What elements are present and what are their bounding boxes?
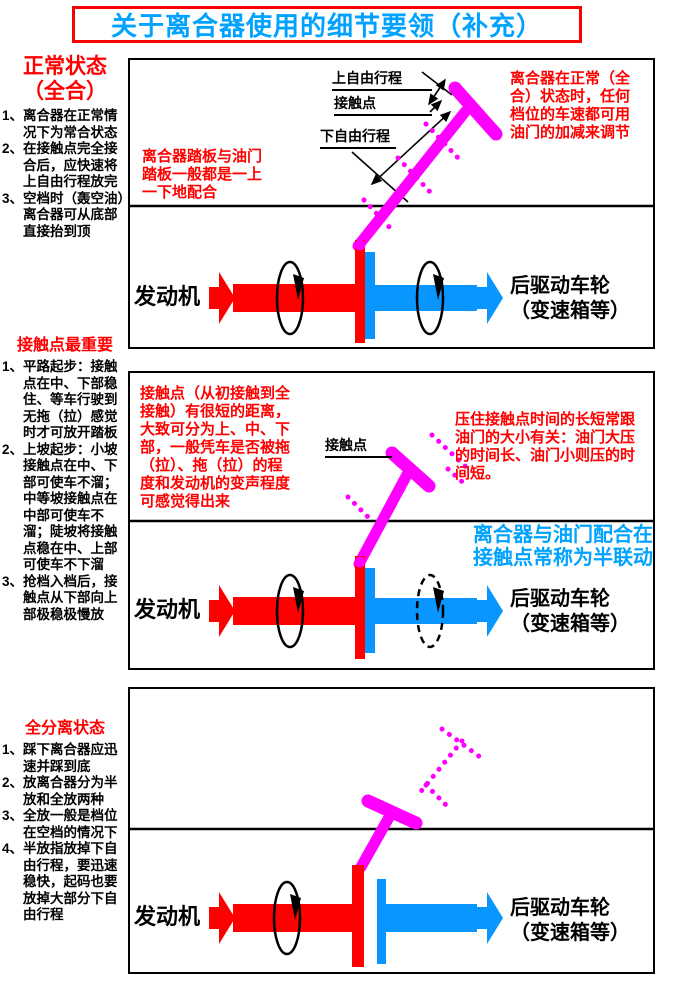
list-item: 4、 半放指放掉下自由行程，要迅速稳快，起码也要放掉大部分下自由行程 bbox=[2, 841, 128, 924]
note-speed-adjust: 离合器在正常（全 合）状态时，任何 档位的车速都可用 油门的加减来调节 bbox=[510, 70, 631, 141]
panel-full-release: 发动机 后驱动车轮 （变速箱等） bbox=[128, 687, 655, 974]
wheel-arrow-icon bbox=[477, 272, 503, 324]
label-contact-point: 接触点 bbox=[334, 93, 432, 116]
rotation-arrowhead-icon bbox=[293, 587, 304, 613]
panel-normal-state: 上自由行程 接触点 下自由行程 离合器踏板与油门 踏板一般都是一上 一下地配合 … bbox=[128, 58, 655, 349]
section-heading-full-release: 全分离状态 bbox=[24, 720, 105, 737]
wheel-arrow-icon bbox=[477, 585, 503, 637]
drivetrain-engaged bbox=[209, 239, 503, 343]
rotation-arrowhead-icon bbox=[290, 894, 301, 920]
list-item-text: 抢档入档后，接触点从下部向上部极稳极慢放 bbox=[23, 573, 118, 622]
note-throttle-time: 压住接触点时间的长短常跟 油门的大小有关：油门大压 的时间长、油门小则压的时 间… bbox=[455, 411, 636, 482]
list-item-number: 3、 bbox=[2, 808, 24, 823]
section-heading-normal-state: 正常状态 （全合） bbox=[23, 55, 107, 103]
rotation-arrow-icon bbox=[275, 260, 305, 336]
list-item-text: 平路起步：接触点在中、下部稳住、等车行驶到无拖（拉）感觉时才可放开踏板 bbox=[23, 359, 118, 440]
wheel-shaft bbox=[375, 598, 477, 624]
list-item: 2、 上坡起步：小坡接触点在中、下部可使车不溜；中等坡接触点在中部可使车不溜；陡… bbox=[2, 442, 128, 574]
note-pedal-coordination: 离合器踏板与油门 踏板一般都是一上 一下地配合 bbox=[142, 148, 263, 201]
list-item: 1、 离合器在正常情况下为常合状态 bbox=[2, 108, 128, 141]
list-item-text: 空档时（轰空油）离合器可从底部直接抬到顶 bbox=[23, 190, 125, 239]
rotation-arrowhead-icon bbox=[433, 587, 444, 613]
drivetrain-disengaged bbox=[209, 865, 503, 967]
list-item-number: 2、 bbox=[2, 441, 24, 457]
panel2-diagram bbox=[130, 432, 653, 659]
travel-annotation-arrows bbox=[351, 71, 453, 203]
list-item-text: 在接触点完全接合后，应快速将上自由行程放完 bbox=[23, 141, 118, 189]
list-item-number: 1、 bbox=[2, 742, 24, 757]
label-contact-point: 接触点 bbox=[325, 435, 392, 458]
rotation-arrow-icon bbox=[415, 260, 445, 336]
sidebar-section-full-release: 全分离状态 1、 踩下离合器应迅速并踩到底 2、 放离合器分为半放和全放两种 3… bbox=[2, 719, 128, 924]
rotation-arrow-dashed-icon bbox=[415, 573, 445, 649]
clutch-plate-wheel bbox=[365, 252, 375, 339]
list-item-number: 3、 bbox=[2, 573, 24, 589]
wheel-label: 后驱动车轮 （变速箱等） bbox=[510, 588, 630, 635]
pedal-link-dot bbox=[354, 556, 366, 568]
list-item-text: 全放一般是档位在空档的情况下 bbox=[23, 808, 118, 840]
list-item-number: 2、 bbox=[2, 141, 24, 156]
clutch-plate-engine bbox=[355, 240, 365, 343]
clutch-pedal-half bbox=[345, 432, 471, 570]
engine-label: 发动机 bbox=[134, 597, 201, 622]
list-item-text: 上坡起步：小坡接触点在中、下部可使车不溜；中等坡接触点在中部可使车不溜；陡坡将接… bbox=[23, 441, 118, 573]
note-contact-description: 接触点（从初接触到全 接触）有很短的距离， 大致可分为上、中、下 部，一般凭车是… bbox=[140, 385, 291, 510]
list-item: 1、 平路起步：接触点在中、下部稳住、等车行驶到无拖（拉）感觉时才可放开踏板 bbox=[2, 359, 128, 442]
rotation-arrowhead-icon bbox=[433, 274, 444, 300]
page-title-text: 关于离合器使用的细节要领（补充） bbox=[110, 11, 543, 41]
list-item-number: 3、 bbox=[2, 190, 24, 206]
wheel-shaft bbox=[385, 904, 477, 932]
wheel-shaft bbox=[375, 285, 477, 311]
pedal-link-dot bbox=[354, 239, 366, 251]
panel3-diagram bbox=[130, 726, 653, 967]
engine-label: 发动机 bbox=[134, 284, 201, 309]
sidebar-section-normal-state: 正常状态 （全合） 1、 离合器在正常情况下为常合状态 2、 在接触点完全接合后… bbox=[2, 54, 128, 240]
engine-shaft bbox=[233, 597, 357, 625]
list-item: 1、 踩下离合器应迅速并踩到底 bbox=[2, 742, 128, 775]
engine-arrow-icon bbox=[209, 585, 235, 637]
list-item-text: 半放指放掉下自由行程，要迅速稳快，起码也要放掉大部分下自由行程 bbox=[23, 841, 118, 922]
note-half-linkage: 离合器与油门配合在 接触点常称为半联动 bbox=[473, 524, 653, 569]
list-item: 3、 空档时（轰空油）离合器可从底部直接抬到顶 bbox=[2, 191, 128, 241]
list-item: 2、 放离合器分为半放和全放两种 bbox=[2, 775, 128, 808]
rotation-arrowhead-icon bbox=[293, 274, 304, 300]
list-item-number: 4、 bbox=[2, 841, 24, 856]
label-upper-free-travel: 上自由行程 bbox=[332, 68, 432, 91]
wheel-label: 后驱动车轮 （变速箱等） bbox=[510, 897, 630, 944]
engine-label: 发动机 bbox=[134, 904, 201, 929]
clutch-plate-engine bbox=[355, 556, 365, 659]
engine-shaft bbox=[233, 284, 357, 312]
wheel-label: 后驱动车轮 （变速箱等） bbox=[510, 275, 630, 322]
rotation-arrow-icon bbox=[275, 573, 305, 649]
list-item-text: 放离合器分为半放和全放两种 bbox=[23, 775, 118, 807]
sidebar-section-contact-point: 接触点最重要 1、 平路起步：接触点在中、下部稳住、等车行驶到无拖（拉）感觉时才… bbox=[2, 336, 128, 623]
clutch-plate-wheel bbox=[377, 879, 386, 964]
list-item-text: 踩下离合器应迅速并踩到底 bbox=[23, 742, 118, 774]
list-item-number: 1、 bbox=[2, 108, 24, 123]
list-item-number: 1、 bbox=[2, 359, 24, 374]
page-title: 关于离合器使用的细节要领（补充） bbox=[72, 6, 582, 43]
drivetrain-slipping bbox=[209, 556, 503, 659]
clutch-plate-wheel bbox=[365, 568, 375, 653]
rotation-arrow-icon bbox=[272, 880, 302, 956]
list-item: 3、 全放一般是档位在空档的情况下 bbox=[2, 808, 128, 841]
panel1-diagram bbox=[130, 71, 653, 343]
list-item: 2、 在接触点完全接合后，应快速将上自由行程放完 bbox=[2, 141, 128, 191]
section-heading-contact-point: 接触点最重要 bbox=[16, 337, 113, 354]
label-lower-free-travel: 下自由行程 bbox=[320, 126, 396, 149]
list-item: 3、 抢档入档后，接触点从下部向上部极稳极慢放 bbox=[2, 574, 128, 624]
wheel-arrow-icon bbox=[477, 892, 503, 944]
clutch-pedal-pressed bbox=[355, 726, 483, 873]
engine-arrow-icon bbox=[209, 892, 235, 944]
engine-arrow-icon bbox=[209, 272, 235, 324]
list-item-number: 2、 bbox=[2, 775, 24, 790]
clutch-plate-engine bbox=[352, 865, 364, 967]
list-item-text: 离合器在正常情况下为常合状态 bbox=[23, 108, 118, 140]
panel-contact-point: 接触点（从初接触到全 接触）有很短的距离， 大致可分为上、中、下 部，一般凭车是… bbox=[128, 371, 655, 670]
clutch-pedal-released bbox=[352, 81, 503, 252]
